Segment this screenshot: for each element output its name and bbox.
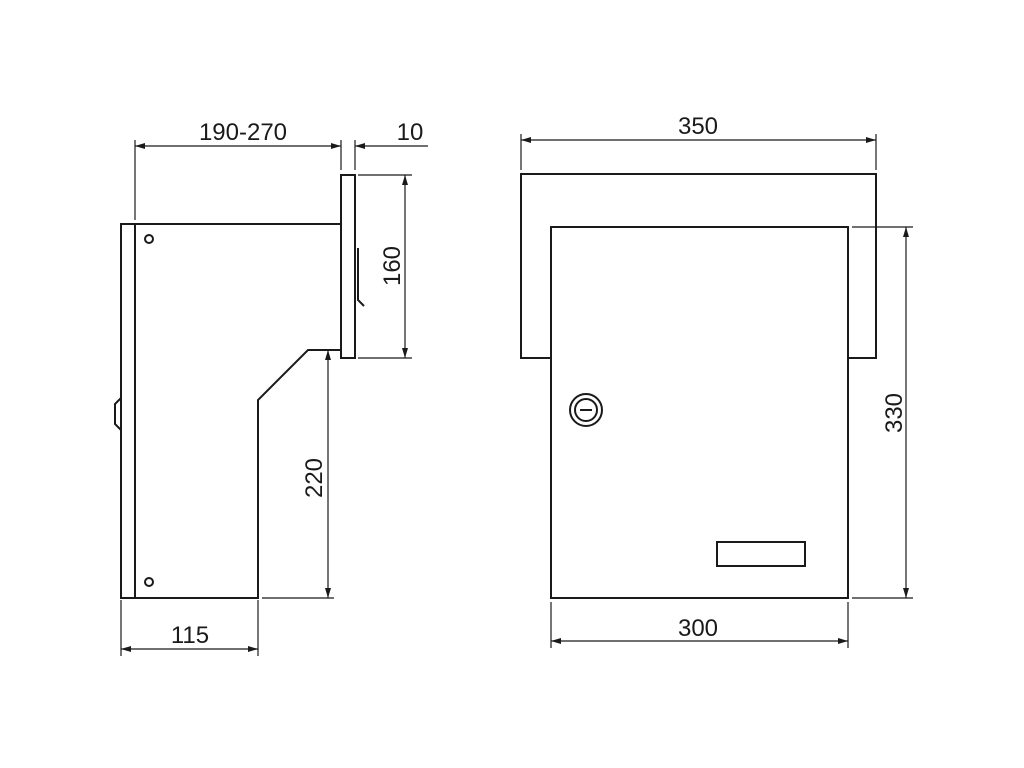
dim-label-190-270: 190-270 [199, 119, 287, 146]
dim-label-350: 350 [678, 113, 718, 140]
side-flap-detail [357, 248, 365, 307]
name-tag-slot [716, 541, 806, 567]
side-door-panel [120, 223, 136, 599]
side-view: 190-270 10 160 220 115 [114, 119, 428, 656]
front-canopy [520, 173, 877, 359]
dim-label-115: 115 [171, 622, 209, 649]
side-body-outline [135, 223, 341, 599]
dim-label-160: 160 [379, 246, 406, 286]
dim-label-10: 10 [397, 119, 424, 146]
side-hinge [114, 397, 122, 431]
lock-icon [569, 393, 603, 427]
front-body [550, 226, 849, 599]
front-view: 350 330 300 [520, 113, 913, 648]
screw-top [144, 234, 154, 244]
dim-label-330: 330 [881, 393, 908, 433]
screw-bottom [144, 577, 154, 587]
dim-label-220: 220 [301, 458, 328, 498]
dim-label-300: 300 [678, 615, 718, 642]
side-back-plate [340, 174, 356, 359]
